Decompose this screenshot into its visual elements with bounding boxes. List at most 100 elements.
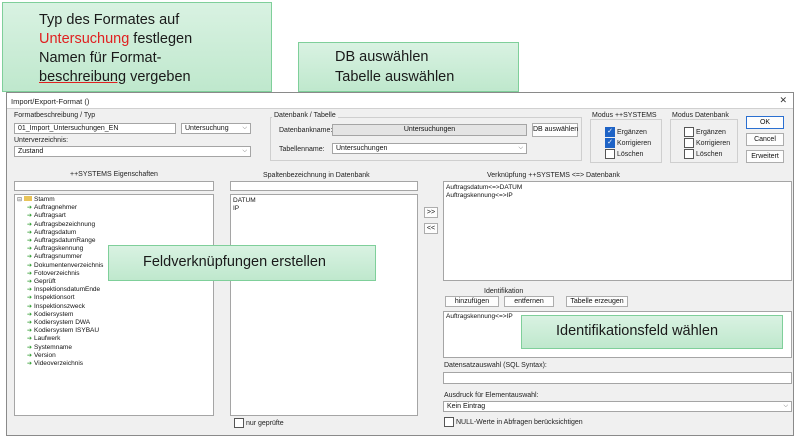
tree-item[interactable]: ➔Dokumentenverzeichnis <box>27 262 211 270</box>
modus-db-korrigieren[interactable]: Korrigieren <box>684 138 730 148</box>
modus-db-label: Modus Datenbank <box>670 112 731 119</box>
list-item[interactable]: IP <box>233 205 240 213</box>
folder-icon <box>24 196 33 201</box>
tree-item[interactable]: ➔AuftragsdatumRange <box>27 237 211 245</box>
checkbox-icon <box>684 149 694 159</box>
db-select-button[interactable]: DB auswählen <box>532 123 578 137</box>
subdir-select[interactable]: Zustand⌵ <box>14 146 251 157</box>
tree-item[interactable]: ➔Auftragsdatum <box>27 229 211 237</box>
tree-item[interactable]: ➔Inspektionsort <box>27 294 211 302</box>
cancel-button[interactable]: Cancel <box>746 133 784 146</box>
link-arrow-icon: ➔ <box>27 238 33 245</box>
callout-line: DB auswählen <box>335 49 429 65</box>
expr-label: Ausdruck für Elementauswahl: <box>444 392 539 399</box>
list-item[interactable]: Auftragskennung<=>IP <box>446 192 513 200</box>
tree-item[interactable]: ➔Auftragskennung <box>27 245 211 253</box>
table-select[interactable]: Untersuchungen⌵ <box>332 143 527 154</box>
tree-item[interactable]: ➔Auftragsbezeichnung <box>27 221 211 229</box>
tree-item[interactable]: ➔Auftragnehmer <box>27 204 211 212</box>
modus-db-ergaenzen[interactable]: Ergänzen <box>684 127 726 137</box>
props-search-input[interactable] <box>14 181 214 191</box>
title-bar: Import/Export-Format () ✕ <box>7 93 793 109</box>
link-arrow-icon: ➔ <box>27 254 33 261</box>
format-name-input[interactable]: 01_Import_Untersuchungen_EN <box>14 123 176 134</box>
create-table-button[interactable]: Tabelle erzeugen <box>566 296 628 307</box>
tree-item[interactable]: ➔Kodiersystem <box>27 311 211 319</box>
list-item[interactable]: Auftragsdatum<=>DATUM <box>446 184 523 191</box>
remove-link-button[interactable]: << <box>424 223 438 234</box>
modus-systems-label: Modus ++SYSTEMS <box>590 112 659 119</box>
link-arrow-icon: ➔ <box>27 295 33 302</box>
link-arrow-icon: ➔ <box>27 328 33 335</box>
tree-label: Inspektionszweck <box>34 302 85 310</box>
db-group <box>270 117 582 161</box>
link-arrow-icon: ➔ <box>27 336 33 343</box>
modus-db-group <box>670 119 738 163</box>
tree-item[interactable]: ➔Fotoverzeichnis <box>27 270 211 278</box>
tree-item[interactable]: ➔Auftragsart <box>27 212 211 220</box>
close-icon[interactable]: ✕ <box>779 95 787 105</box>
links-list[interactable]: Auftragsdatum<=>DATUM Auftragskennung<=>… <box>443 181 792 281</box>
link-arrow-icon: ➔ <box>27 287 33 294</box>
tree-item[interactable]: ➔Videoverzeichnis <box>27 360 211 368</box>
modus-systems-korrigieren[interactable]: ✓ Korrigieren <box>605 138 651 148</box>
list-item[interactable]: Auftragskennung<=>IP <box>446 313 513 320</box>
tree-item[interactable]: ➔Inspektionszweck <box>27 303 211 311</box>
tree-label: Dokumentenverzeichnis <box>34 261 104 269</box>
columns-header: Spaltenbezeichnung in Datenbank <box>263 172 370 179</box>
link-arrow-icon: ➔ <box>27 270 33 277</box>
callout-text: Feldverknüpfungen erstellen <box>143 254 326 270</box>
tree-item[interactable]: ➔InspektionsdatumEnde <box>27 286 211 294</box>
columns-list[interactable]: DATUM IP <box>230 194 418 416</box>
link-arrow-icon: ➔ <box>27 344 33 351</box>
link-arrow-icon: ➔ <box>27 262 33 269</box>
sql-input[interactable] <box>443 372 792 384</box>
callout-line: Tabelle auswählen <box>335 69 455 85</box>
option-label: Löschen <box>695 150 723 158</box>
link-arrow-icon: ➔ <box>27 352 33 359</box>
callout-line: beschreibung vergeben <box>39 68 271 87</box>
only-checked-checkbox[interactable]: nur geprüfte <box>234 418 284 428</box>
columns-search-input[interactable] <box>230 181 418 191</box>
list-item[interactable]: DATUM <box>233 197 256 204</box>
tree-item[interactable]: ➔Laufwerk <box>27 335 211 343</box>
checkbox-checked-icon: ✓ <box>605 138 615 148</box>
modus-systems-group <box>590 119 662 163</box>
tree-item[interactable]: ➔Kodiersystem ISYBAU <box>27 327 211 335</box>
modus-systems-ergaenzen[interactable]: ✓ Ergänzen <box>605 127 647 137</box>
link-arrow-icon: ➔ <box>27 205 33 212</box>
ok-button[interactable]: OK <box>746 116 784 129</box>
format-type-select[interactable]: Untersuchung⌵ <box>181 123 251 134</box>
erweitert-button[interactable]: Erweitert <box>746 150 784 163</box>
tree-root-stamm[interactable]: ⊟Stamm <box>17 196 211 204</box>
modus-systems-loeschen[interactable]: Löschen <box>605 149 643 159</box>
expr-select[interactable]: Kein Eintrag⌵ <box>443 401 792 412</box>
callout-line: Namen für Format- <box>39 50 162 66</box>
chevron-down-icon: ⌵ <box>242 148 247 154</box>
checkbox-icon <box>684 138 694 148</box>
props-tree[interactable]: ⊟Stamm ➔Auftragnehmer➔Auftragsart➔Auftra… <box>14 194 214 416</box>
add-link-button[interactable]: >> <box>424 207 438 218</box>
callout-underlined: beschreibung <box>39 69 127 85</box>
link-arrow-icon: ➔ <box>27 311 33 318</box>
null-values-checkbox[interactable]: NULL-Werte in Abfragen berücksichtigen <box>444 417 583 427</box>
ident-add-button[interactable]: hinzufügen <box>445 296 499 307</box>
modus-db-loeschen[interactable]: Löschen <box>684 149 722 159</box>
tree-item[interactable]: ➔Systemname <box>27 344 211 352</box>
ident-remove-button[interactable]: entfernen <box>504 296 554 307</box>
tree-item[interactable]: ➔Geprüft <box>27 278 211 286</box>
checkbox-checked-icon: ✓ <box>605 127 615 137</box>
format-label: Formatbeschreibung / Typ <box>14 112 96 119</box>
tree-label: Fotoverzeichnis <box>34 269 80 277</box>
tree-item[interactable]: ➔Version <box>27 352 211 360</box>
callout-text: festlegen <box>129 31 193 47</box>
tree-label: Kodiersystem <box>34 310 74 318</box>
tree-label: Auftragnehmer <box>34 204 78 212</box>
link-arrow-icon: ➔ <box>27 303 33 310</box>
option-label: Ergänzen <box>695 128 726 136</box>
checkbox-icon <box>234 418 244 428</box>
checkbox-icon <box>605 149 615 159</box>
tree-item[interactable]: ➔Kodiersystem DWA <box>27 319 211 327</box>
tree-label: Geprüft <box>34 278 56 286</box>
tree-item[interactable]: ➔Auftragsnummer <box>27 253 211 261</box>
